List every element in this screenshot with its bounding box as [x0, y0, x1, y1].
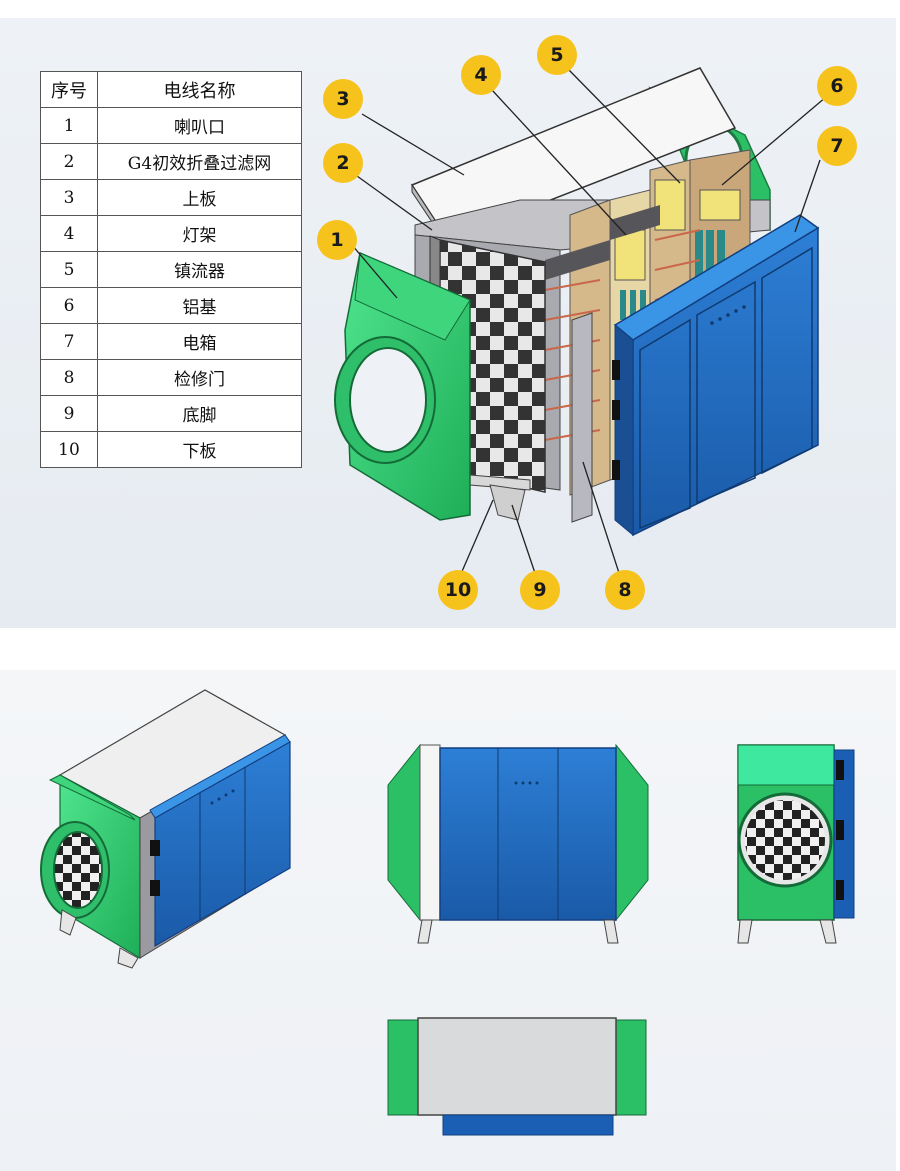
row-number: 9	[40, 395, 98, 432]
callout-3: 3	[323, 79, 363, 119]
row-part-name: 检修门	[97, 359, 302, 396]
callout-9: 9	[520, 570, 560, 610]
row-number: 3	[40, 179, 98, 216]
svg-text:3: 3	[336, 88, 349, 110]
front-elevation-view	[387, 743, 649, 944]
header-serial-number: 序号	[40, 71, 98, 108]
top-plan-view	[387, 1017, 647, 1136]
maintenance-door	[571, 312, 593, 523]
callout-leaders	[351, 68, 827, 577]
row-number: 6	[40, 287, 98, 324]
row-part-name: 电箱	[97, 323, 302, 360]
row-number: 10	[40, 431, 98, 468]
row-part-name: 喇叭口	[97, 107, 302, 144]
svg-text:6: 6	[830, 75, 843, 97]
callout-1: 1	[317, 220, 357, 260]
assembled-isometric-view	[40, 689, 291, 969]
row-part-name: 铝基	[97, 287, 302, 324]
callout-4: 4	[461, 55, 501, 95]
row-part-name: G4初效折叠过滤网	[97, 143, 302, 180]
row-part-name: 灯架	[97, 215, 302, 252]
row-number: 7	[40, 323, 98, 360]
callout-5: 5	[537, 35, 577, 75]
table-header-row: 序号 电线名称	[40, 71, 302, 108]
header-part-name: 电线名称	[97, 71, 302, 108]
svg-text:2: 2	[336, 152, 349, 174]
electrical-box	[612, 214, 820, 537]
svg-text:9: 9	[533, 579, 546, 601]
svg-text:1: 1	[330, 229, 343, 251]
callout-2: 2	[323, 143, 363, 183]
svg-text:10: 10	[445, 579, 471, 601]
svg-text:8: 8	[618, 579, 631, 601]
front-inlet-horn	[334, 251, 471, 521]
side-elevation-view	[737, 744, 855, 944]
row-part-name: 镇流器	[97, 251, 302, 288]
callout-6: 6	[817, 66, 857, 106]
callout-10: 10	[438, 570, 478, 610]
callout-8: 8	[605, 570, 645, 610]
svg-text:5: 5	[550, 44, 563, 66]
svg-text:7: 7	[830, 135, 843, 157]
svg-text:4: 4	[474, 64, 487, 86]
row-part-name: 下板	[97, 431, 302, 468]
callout-7: 7	[817, 126, 857, 166]
